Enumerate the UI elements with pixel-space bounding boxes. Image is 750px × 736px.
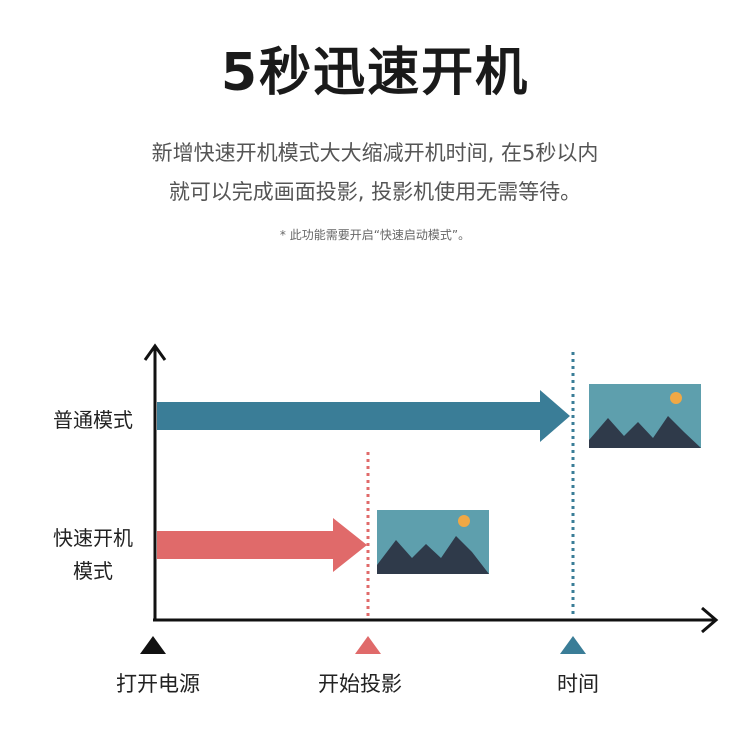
fast-mode-picture-icon xyxy=(377,510,489,574)
y-axis-arrowhead xyxy=(143,343,167,361)
x-label-time: 时间 xyxy=(557,672,599,696)
row-label-fast-mode-line1: 快速开机 xyxy=(53,526,133,550)
time-marker xyxy=(560,636,586,654)
row-label-fast-mode-line2: 模式 xyxy=(73,559,113,583)
power-on-marker xyxy=(140,636,166,654)
projection-start-marker xyxy=(355,636,381,654)
normal-mode-picture-icon xyxy=(589,384,701,448)
x-axis-arrowhead xyxy=(701,606,719,634)
feature-note: * 此功能需要开启“快速启动模式”。 xyxy=(279,228,471,242)
x-label-power-on: 打开电源 xyxy=(116,672,200,696)
description-line-2: 就可以完成画面投影, 投影机使用无需等待。 xyxy=(168,180,582,204)
description-line-1: 新增快速开机模式大大缩减开机时间, 在5秒以内 xyxy=(151,141,599,165)
fast-mode-arrow xyxy=(157,518,367,572)
page-title: 5秒迅速开机 xyxy=(220,43,530,103)
normal-mode-arrow xyxy=(157,390,570,442)
x-label-start-projection: 开始投影 xyxy=(318,672,402,696)
row-label-normal-mode: 普通模式 xyxy=(53,408,133,432)
